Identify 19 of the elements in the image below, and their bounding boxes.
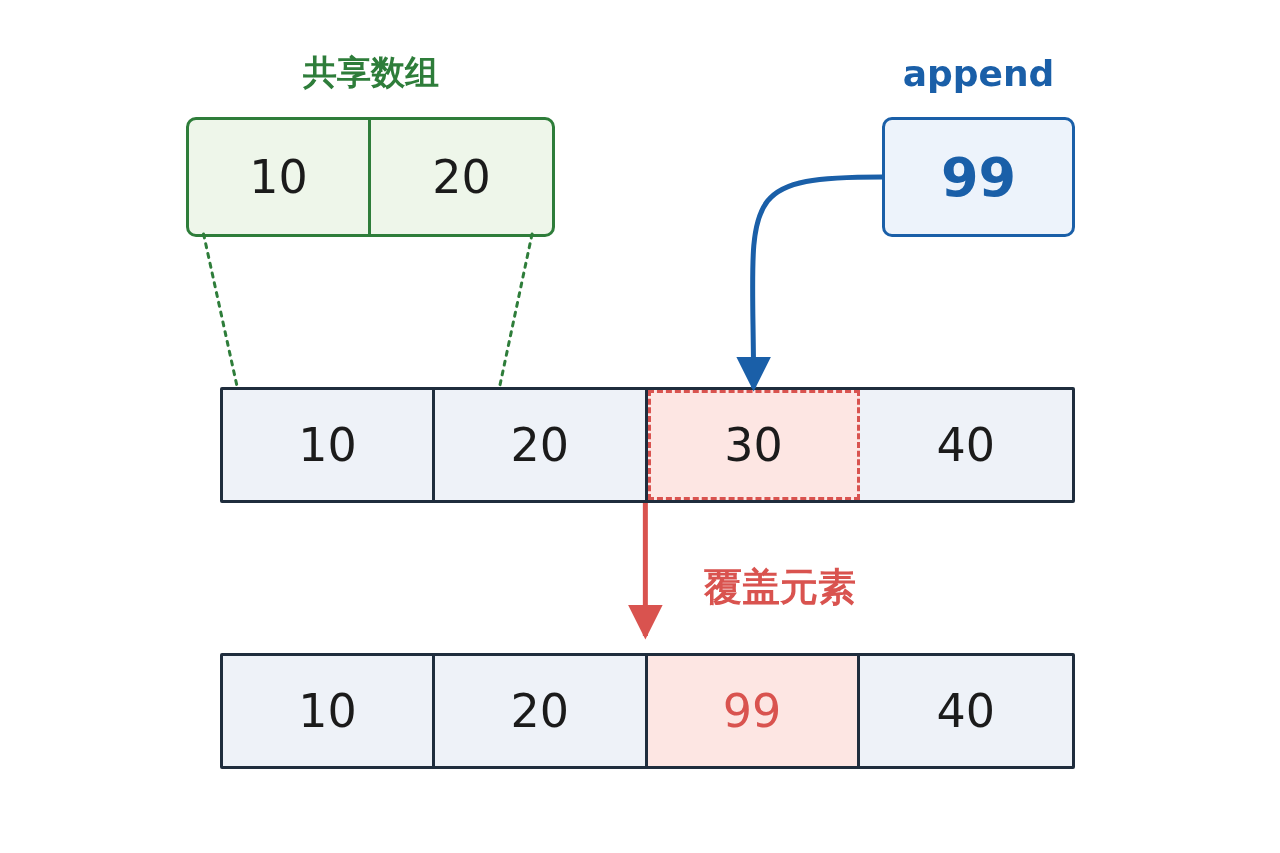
value-text: 40 bbox=[936, 418, 996, 472]
heading: 共享数组 bbox=[302, 51, 439, 94]
value-text: 10 bbox=[298, 684, 357, 738]
value-text: 99 bbox=[722, 684, 782, 738]
value-text: 20 bbox=[510, 684, 570, 738]
array-cell bbox=[647, 656, 860, 766]
value-text: 10 bbox=[249, 150, 308, 204]
array-box bbox=[220, 387, 1075, 503]
value-text: 20 bbox=[432, 150, 491, 204]
value-text: 10 bbox=[298, 418, 357, 472]
value-text: 99 bbox=[940, 145, 1017, 209]
heading: append bbox=[902, 51, 1055, 96]
value-text: 40 bbox=[936, 684, 996, 738]
arrow bbox=[627, 503, 663, 640]
array-cell bbox=[647, 390, 860, 500]
value-text: 20 bbox=[510, 418, 570, 472]
array-box bbox=[220, 653, 1075, 769]
arrow bbox=[735, 174, 883, 392]
value-text: 30 bbox=[724, 418, 783, 472]
